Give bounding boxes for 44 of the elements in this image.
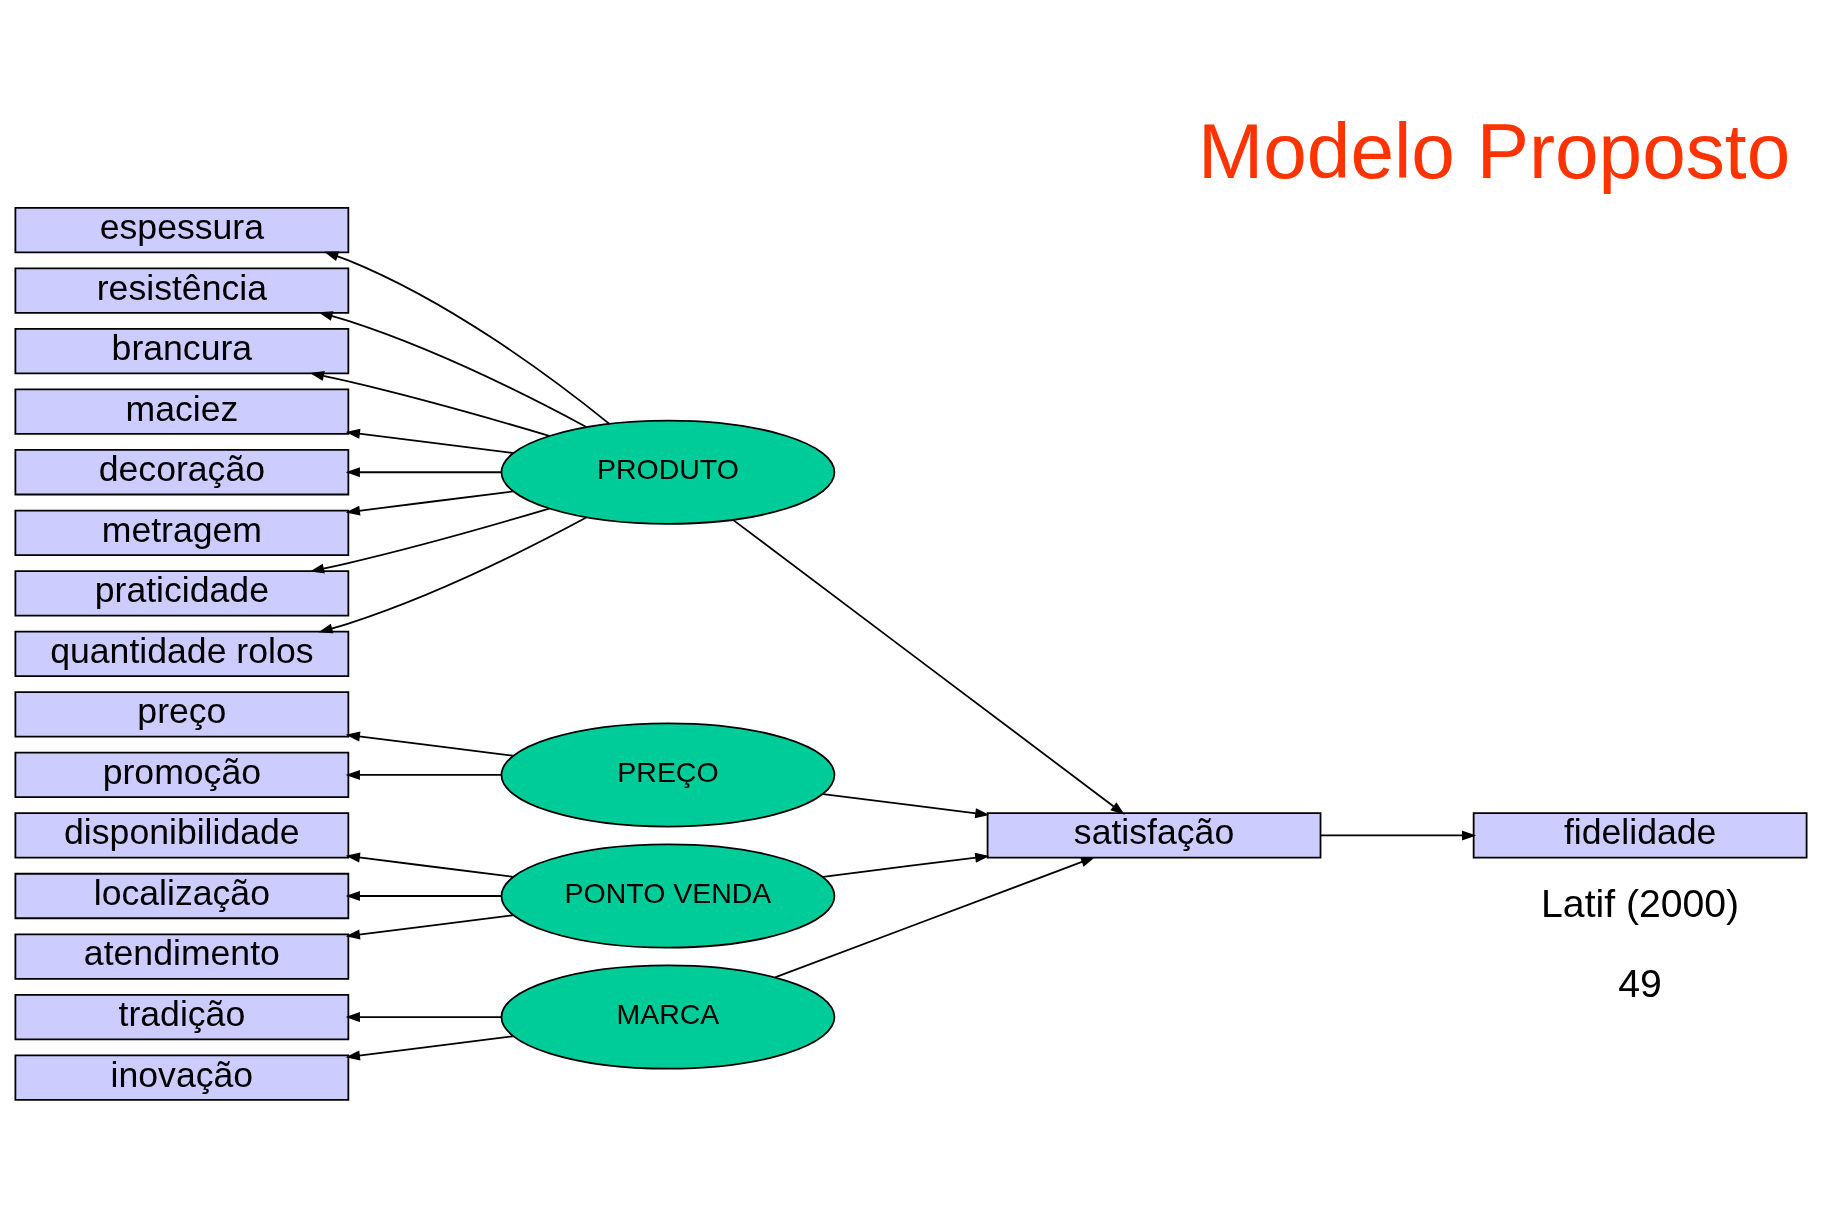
node-box: fidelidade <box>1472 812 1808 859</box>
node-box: promoção <box>14 751 350 799</box>
node-box: metragem <box>14 509 350 556</box>
label: 49 <box>1618 961 1662 1005</box>
arrow <box>345 1035 514 1061</box>
node-box: disponibilidade <box>14 812 350 859</box>
node-box: decoração <box>14 449 350 496</box>
arrow <box>309 507 551 574</box>
node-box: resistência <box>14 267 350 314</box>
arrow <box>345 769 503 780</box>
label: Latif (2000) <box>1541 881 1740 925</box>
node-box: preço <box>14 691 350 738</box>
node-box: localização <box>14 872 350 920</box>
node-ellipse: PONTO VENDA <box>500 843 836 949</box>
arrow <box>345 914 514 940</box>
arrow <box>345 428 514 454</box>
diagram-title: Modelo Proposto <box>1198 106 1791 195</box>
node-box: inovação <box>14 1054 350 1101</box>
node-box: brancura <box>14 328 350 375</box>
arrow <box>309 371 551 437</box>
arrow <box>318 311 588 428</box>
arrow <box>732 519 1125 815</box>
node-ellipse: PREÇO <box>500 722 836 828</box>
arrow <box>345 490 514 516</box>
node-box: praticidade <box>14 570 350 617</box>
node-box: espessura <box>14 206 350 254</box>
arrow <box>324 251 611 425</box>
arrow <box>345 731 514 757</box>
node-box: satisfação <box>986 812 1322 859</box>
arrow <box>822 852 990 878</box>
node-ellipse: MARCA <box>500 964 836 1070</box>
node-box: atendimento <box>14 933 350 980</box>
arrow <box>1319 830 1477 841</box>
node-box: maciez <box>14 388 350 435</box>
arrow <box>318 516 588 634</box>
arrow <box>345 852 514 878</box>
node-box: quantidade rolos <box>14 630 350 677</box>
arrow <box>345 891 503 901</box>
arrow <box>345 1012 503 1023</box>
arrow <box>345 467 503 478</box>
arrow <box>822 793 990 819</box>
node-box: tradição <box>14 993 350 1041</box>
arrow <box>774 856 1096 979</box>
node-ellipse: PRODUTO <box>500 419 836 525</box>
